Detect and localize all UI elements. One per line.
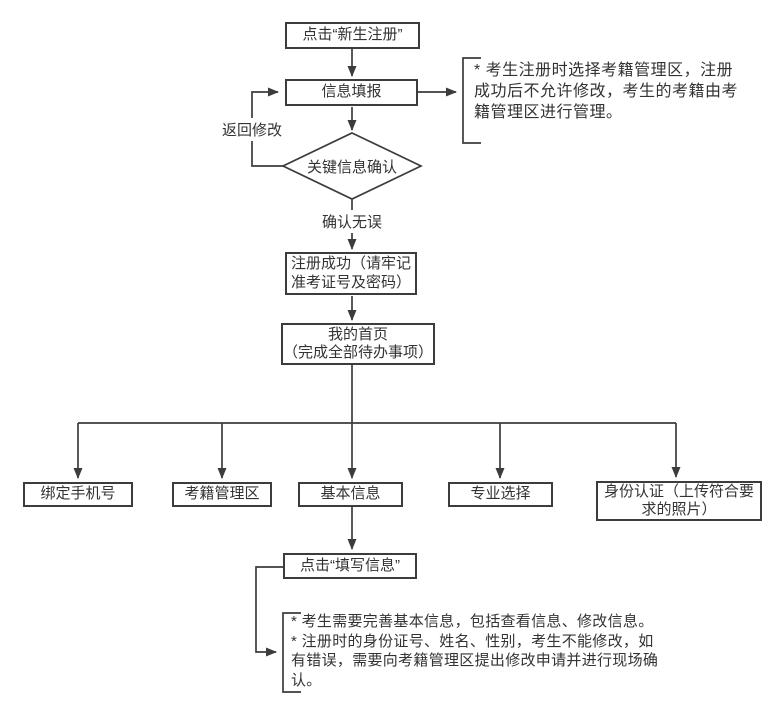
node-register-success: 注册成功（请牢记 准考证号及密码）: [285, 252, 417, 295]
node-major-select-label: 专业选择: [470, 485, 531, 503]
node-identity-auth-line2: 求的照片）: [641, 501, 717, 518]
edge-label-confirm-ok: 确认无误: [320, 210, 385, 233]
note-register-line3: 籍管理区进行管理。: [474, 104, 623, 121]
note-register-line2: 成功后不允许修改，考生的考籍由考: [474, 83, 739, 100]
node-click-new-register: 点击“新生注册”: [285, 22, 420, 49]
note-bracket-register: [462, 57, 481, 144]
node-identity-auth-line1: 身份认证（上传符合要: [603, 482, 754, 500]
node-identity-auth: 身份认证（上传符合要 求的照片）: [596, 481, 762, 521]
node-click-new-register-label: 点击“新生注册”: [302, 26, 403, 44]
node-bind-phone: 绑定手机号: [23, 482, 133, 507]
node-bind-phone-label: 绑定手机号: [40, 485, 116, 503]
node-my-homepage: 我的首页 （完成全部待办事项）: [281, 323, 435, 365]
node-basic-info: 基本信息: [298, 482, 403, 507]
arrow-fill-info-to-note: [255, 566, 283, 657]
note-bracket-basic-info: [282, 612, 301, 693]
note-basic-info-line4: 认。: [291, 671, 322, 689]
node-key-info-confirm-label: 关键信息确认: [306, 158, 397, 176]
note-register-line1: * 考生注册时选择考籍管理区，注册: [474, 62, 734, 79]
node-register-success-line1: 注册成功（请牢记: [290, 255, 411, 273]
node-key-info-confirm: 关键信息确认: [283, 133, 421, 199]
note-basic-info-line2: * 注册时的身份证号、姓名、性别，考生不能修改，如: [291, 632, 654, 650]
node-info-fill: 信息填报: [285, 79, 418, 106]
node-major-select: 专业选择: [448, 482, 553, 507]
note-basic-info: * 考生需要完善基本信息，包括查看信息、修改信息。 * 注册时的身份证号、姓名、…: [291, 612, 658, 690]
node-click-fill-info: 点击“填写信息”: [283, 553, 417, 579]
note-register: * 考生注册时选择考籍管理区，注册 成功后不允许修改，考生的考籍由考 籍管理区进…: [474, 60, 738, 123]
node-my-homepage-line2: （完成全部待办事项）: [283, 344, 434, 361]
node-exam-admin-area-label: 考籍管理区: [184, 485, 260, 503]
node-info-fill-label: 信息填报: [321, 83, 382, 101]
edge-label-return-modify: 返回修改: [220, 118, 285, 141]
note-basic-info-line1: * 考生需要完善基本信息，包括查看信息、修改信息。: [291, 613, 654, 630]
decision-diamond-shape: [281, 132, 423, 200]
node-register-success-line2: 准考证号及密码）: [290, 273, 411, 291]
node-basic-info-label: 基本信息: [320, 485, 381, 503]
node-exam-admin-area: 考籍管理区: [172, 482, 272, 507]
node-my-homepage-line1: 我的首页: [327, 325, 388, 343]
node-click-fill-info-label: 点击“填写信息”: [300, 556, 400, 574]
note-basic-info-line3: 有错误，需要向考籍管理区提出修改申请并进行现场确: [291, 652, 659, 669]
